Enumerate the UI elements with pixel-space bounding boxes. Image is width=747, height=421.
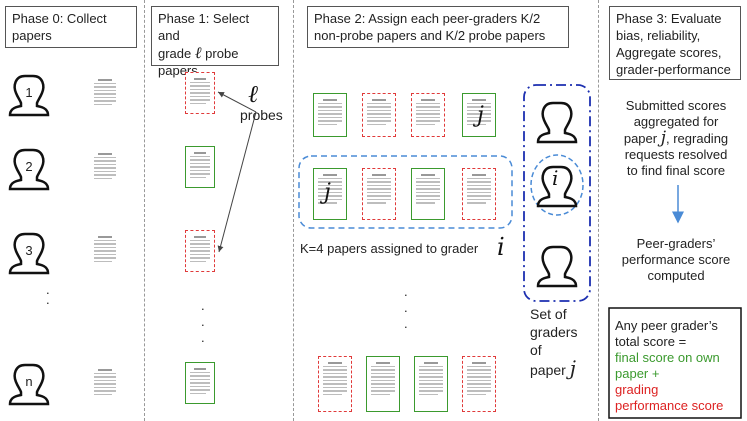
p2-paper-r2-4 [462, 168, 496, 220]
phase-divider-2 [293, 0, 294, 421]
assigned-papers-group [298, 155, 513, 229]
grader-i-icon [536, 165, 578, 208]
set-of-graders-label: Set of graders of paper j [530, 306, 578, 380]
student-1-paper [90, 74, 120, 114]
probes-label: probes [240, 107, 283, 123]
p2-paper-r3-4 [462, 356, 496, 412]
phase-0-header: Phase 0: Collect papers [5, 6, 137, 48]
p2-paper-r1-1 [313, 93, 347, 137]
phase-1-header: Phase 1: Select and grade ℓ probe papers [151, 6, 279, 78]
student-2-label: 2 [25, 159, 33, 174]
p2-paper-r3-1 [318, 356, 352, 412]
phase2-ellipsis-3: . [404, 316, 408, 331]
phase1-ellipsis-2: . [201, 314, 205, 329]
phase-3-header: Phase 3: Evaluate bias, reliability, Agg… [609, 6, 741, 80]
phase-divider-1 [144, 0, 145, 421]
probe-arrow-1 [217, 91, 257, 113]
phase0-ellipsis-2: . [46, 292, 50, 307]
p2-paper-r2-3 [411, 168, 445, 220]
non-probe-paper-2 [185, 362, 215, 404]
phase2-ellipsis-1: . [404, 284, 408, 299]
p2-paper-r1-4 [462, 93, 496, 137]
probe-paper-1 [185, 72, 215, 114]
student-3-label: 3 [25, 243, 33, 258]
phase-2-header: Phase 2: Assign each peer-graders K/2 no… [307, 6, 569, 48]
student-1-label: 1 [25, 85, 33, 100]
grader-i-symbol: i [497, 233, 505, 261]
ell-symbol: ℓ [248, 80, 258, 108]
phase-divider-3 [598, 0, 599, 421]
p2-paper-r2-1 [313, 168, 347, 220]
total-score-description: Any peer grader’s total score = final sc… [615, 318, 724, 413]
p2-paper-r1-3 [411, 93, 445, 137]
probe-arrow-2 [217, 111, 257, 253]
student-3-paper [90, 231, 120, 271]
p2-paper-r3-3 [414, 356, 448, 412]
grader-set-group [523, 84, 591, 302]
p2-paper-r2-2 [362, 168, 396, 220]
grader-i-head-symbol: i [552, 166, 559, 190]
student-2-paper [90, 148, 120, 188]
student-1-icon [8, 74, 50, 117]
non-probe-paper-1 [185, 146, 215, 188]
p2-paper-r3-2 [366, 356, 400, 412]
student-n-paper [90, 364, 120, 404]
phase1-ellipsis-1: . [201, 298, 205, 313]
student-n-label: n [25, 374, 33, 389]
student-2-icon [8, 148, 50, 191]
probe-paper-2 [185, 230, 215, 272]
grader-bottom-icon [536, 245, 578, 288]
phase0-ellipsis-1: . [46, 282, 50, 297]
phase1-ellipsis-3: . [201, 330, 205, 345]
phase2-ellipsis-2: . [404, 300, 408, 315]
p2-paper-r1-2 [362, 93, 396, 137]
student-n-icon [8, 363, 50, 406]
assigned-papers-label: K=4 papers assigned to grader [300, 241, 479, 256]
aggregate-description: Submitted scores aggregated for paper j,… [623, 98, 729, 178]
grader-i-highlight [530, 154, 584, 216]
student-3-icon [8, 232, 50, 275]
paper-j-label-top: j [477, 103, 484, 128]
total-score-box [608, 307, 742, 419]
grader-top-icon [536, 101, 578, 144]
performance-description: Peer-graders’ performance score computed [621, 236, 731, 283]
paper-j-label-mid: j [324, 180, 331, 205]
